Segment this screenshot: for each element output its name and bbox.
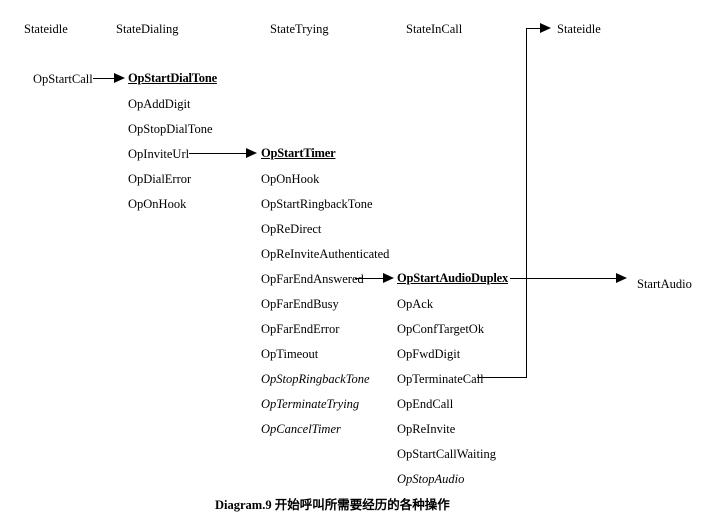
operation-op-start-dial-tone: OpStartDialTone xyxy=(128,71,217,85)
operation-op-far-end-busy: OpFarEndBusy xyxy=(261,297,339,311)
connector-startaudioduplex-to-startaudio-line xyxy=(510,278,620,279)
operation-op-add-digit: OpAddDigit xyxy=(128,97,191,111)
connector-startaudioduplex-to-startaudio-arrow-icon xyxy=(616,273,627,283)
figure-caption: Diagram.9 开始呼叫所需要经历的各种操作 xyxy=(215,498,450,512)
operation-op-terminate-call: OpTerminateCall xyxy=(397,372,484,386)
operation-op-start-timer: OpStartTimer xyxy=(261,146,336,160)
operation-op-end-call: OpEndCall xyxy=(397,397,454,411)
operation-op-cancel-timer: OpCancelTimer xyxy=(261,422,341,436)
operation-op-reinvite: OpReInvite xyxy=(397,422,456,436)
connector-startcall-to-startdialtone-arrow-icon xyxy=(114,73,125,83)
operation-op-invite-url: OpInviteUrl xyxy=(128,147,190,161)
operation-op-far-end-answered: OpFarEndAnswered xyxy=(261,272,364,286)
connector-terminatecall-to-stateidle-arrow-icon xyxy=(540,23,551,33)
operation-op-terminate-trying: OpTerminateTrying xyxy=(261,397,360,411)
connector-inviteurl-to-starttimer-line xyxy=(189,153,249,154)
column-header-state-trying: StateTrying xyxy=(270,22,329,36)
operation-op-reinvite-authenticated: OpReInviteAuthenticated xyxy=(261,247,390,261)
operation-op-fwd-digit: OpFwdDigit xyxy=(397,347,461,361)
connector-farendanswered-to-startaudioduplex-line xyxy=(355,278,387,279)
operation-op-start-call-waiting: OpStartCallWaiting xyxy=(397,447,496,461)
operation-op-start-call: OpStartCall xyxy=(33,72,93,86)
operation-op-redirect: OpReDirect xyxy=(261,222,322,236)
operation-op-dial-error: OpDialError xyxy=(128,172,192,186)
operation-op-start-audio-duplex: OpStartAudioDuplex xyxy=(397,271,509,285)
connector-terminatecall-to-stateidle-hline-top xyxy=(526,28,546,29)
operation-op-stop-ringback-tone: OpStopRingbackTone xyxy=(261,372,370,386)
operation-op-stop-dial-tone: OpStopDialTone xyxy=(128,122,213,136)
column-header-state-incall: StateInCall xyxy=(406,22,463,36)
operation-op-far-end-error: OpFarEndError xyxy=(261,322,340,336)
connector-terminatecall-to-stateidle-vline xyxy=(526,28,527,378)
operation-op-stop-audio: OpStopAudio xyxy=(397,472,465,486)
connector-farendanswered-to-startaudioduplex-arrow-icon xyxy=(383,273,394,283)
terminal-start-audio: StartAudio xyxy=(637,277,692,291)
operation-op-conf-target-ok: OpConfTargetOk xyxy=(397,322,485,336)
connector-terminatecall-to-stateidle-hline-bottom xyxy=(477,377,527,378)
operation-op-timeout: OpTimeout xyxy=(261,347,319,361)
column-header-state-dialing: StateDialing xyxy=(116,22,179,36)
connector-inviteurl-to-starttimer-arrow-icon xyxy=(246,148,257,158)
column-header-state-idle-return: Stateidle xyxy=(557,22,601,36)
connector-startcall-to-startdialtone-line xyxy=(93,78,118,79)
operation-op-ack: OpAck xyxy=(397,297,434,311)
operation-op-on-hook-dialing: OpOnHook xyxy=(128,197,187,211)
operation-op-start-ringback-tone: OpStartRingbackTone xyxy=(261,197,373,211)
column-header-state-idle: Stateidle xyxy=(24,22,68,36)
operation-op-on-hook-trying: OpOnHook xyxy=(261,172,320,186)
